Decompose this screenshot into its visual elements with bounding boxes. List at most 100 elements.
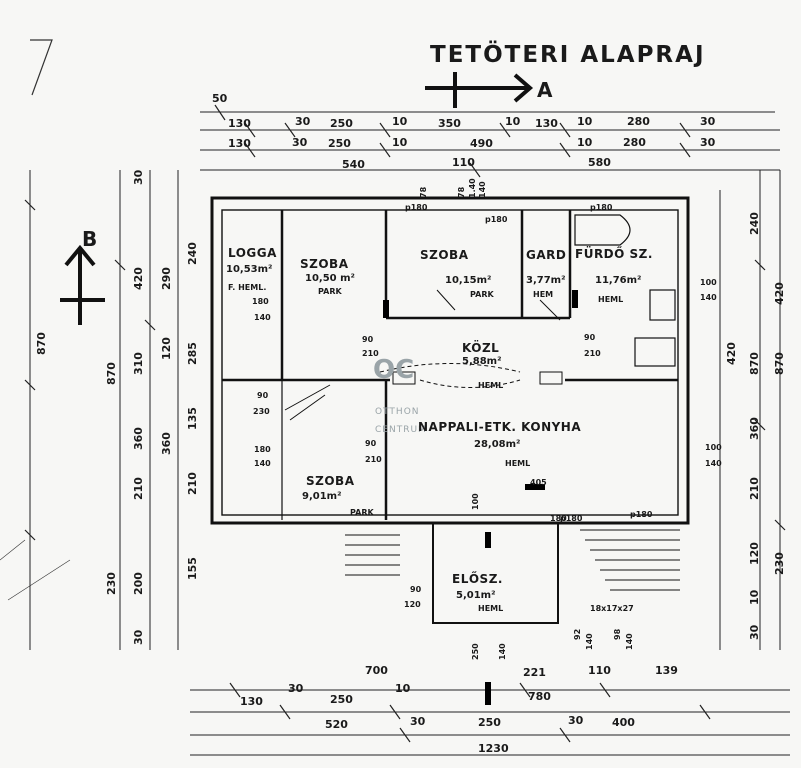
dimension-label: 210 [365, 455, 382, 464]
section-label-b: B [82, 227, 97, 251]
section-arrow-a [425, 72, 534, 108]
dimension-label: 30 [295, 115, 311, 128]
dimension-label: 30 [568, 714, 584, 727]
dimension-lines [29, 111, 790, 756]
dimension-label: 230 [105, 572, 118, 595]
room-name: SZOBA [420, 248, 469, 262]
dimension-label: 360 [748, 417, 761, 440]
stair-label: 18x17x27 [590, 604, 634, 613]
room-area: 5,01m² [456, 590, 495, 601]
dimension-label: 50 [212, 92, 228, 105]
dimension-label: 780 [528, 690, 551, 703]
dimension-label: 180 [252, 297, 269, 306]
watermark-logo: OC [373, 355, 414, 385]
dimension-label: 130 [228, 117, 251, 130]
dimension-label: p180 [485, 215, 508, 224]
dimension-label: 140 [625, 633, 634, 650]
room-labels: LOGGA 10,53m² F. HEML. SZOBA 10,50 m² PA… [226, 246, 653, 613]
room-material: PARK [350, 508, 374, 517]
wall-openings [383, 290, 578, 705]
dimension-label: 130 [240, 695, 263, 708]
room-material: F. HEML. [228, 283, 266, 292]
dimension-label: 120 [404, 600, 421, 609]
dimension-label: 78 [457, 186, 466, 198]
section-label-a: A [537, 78, 553, 102]
left-dimensions: 30 420 290 240 870 870 310 120 285 360 3… [35, 169, 199, 645]
dimension-label: 90 [362, 335, 374, 344]
dimension-label: 140 [254, 459, 271, 468]
room-area: 10,53m² [226, 264, 272, 275]
dimension-label: p180 [590, 203, 613, 212]
dimension-label: 10 [577, 115, 593, 128]
dimension-label: 230 [253, 407, 270, 416]
dimension-label: 180 [254, 445, 271, 454]
dimension-label: 30 [132, 169, 145, 185]
opening-labels: 180 140 90 210 90 210 90 230 180 140 90 … [252, 178, 722, 660]
dimension-label: 280 [623, 136, 646, 149]
dimension-label: 350 [438, 117, 461, 130]
dimension-label: 250 [478, 716, 501, 729]
dimension-label: 30 [292, 136, 308, 149]
dimension-label: 10 [748, 589, 761, 605]
room-material: HEM [533, 290, 553, 299]
room-name: SZOBA [306, 474, 355, 488]
watermark-text: CENTRUM [375, 425, 427, 435]
dimension-label: 110 [452, 156, 475, 169]
dimension-label: 240 [186, 242, 199, 265]
room-name: KÖZL [462, 340, 499, 355]
dimension-label: 140 [705, 459, 722, 468]
dimension-ticks [24, 104, 786, 743]
dimension-label: 210 [748, 477, 761, 500]
dimension-label: 10 [577, 136, 593, 149]
dimension-label: 100 [471, 493, 480, 510]
dimension-label: 90 [410, 585, 422, 594]
walls [210, 196, 690, 624]
dimension-label: 30 [700, 115, 716, 128]
section-arrow-b [60, 244, 105, 325]
dimension-label: 870 [35, 332, 48, 355]
room-name: LOGGA [228, 246, 277, 260]
dimension-label: p180 [405, 203, 428, 212]
dimension-label: 210 [132, 477, 145, 500]
dimension-label: 1230 [478, 742, 509, 755]
room-area: 11,76m² [595, 275, 641, 286]
dimension-label: 285 [186, 342, 199, 365]
dimension-label: 210 [186, 472, 199, 495]
dimension-label: 250 [330, 117, 353, 130]
dimension-label: p180 [630, 510, 653, 519]
dimension-label: 180 [550, 514, 567, 523]
room-name: FÜRDŐ SZ. [575, 246, 653, 261]
plan-title: TETÖTERI ALAPRAJ [430, 40, 706, 68]
dimension-label: 360 [160, 432, 173, 455]
dimension-label: 250 [328, 137, 351, 150]
dimension-label: 120 [748, 542, 761, 565]
dimension-label: 310 [132, 352, 145, 375]
dimension-label: p180 [560, 514, 583, 523]
dimension-label: 400 [612, 716, 635, 729]
dimension-label: 110 [588, 664, 611, 677]
dimension-label: 420 [725, 342, 738, 365]
dimension-label: 520 [325, 718, 348, 731]
dimension-label: 360 [132, 427, 145, 450]
room-area: 10,15m² [445, 275, 491, 286]
dimension-label: 30 [410, 715, 426, 728]
dimension-label: 210 [362, 349, 379, 358]
dimension-label: 290 [160, 267, 173, 290]
dimension-label: 870 [105, 362, 118, 385]
dimension-label: 30 [288, 682, 304, 695]
dimension-labels: 50 130 30 250 10 350 10 130 10 280 30 13… [212, 92, 716, 755]
dimension-label: 130 [228, 137, 251, 150]
room-material: PARK [318, 287, 342, 296]
room-area: 10,50 m² [305, 273, 355, 284]
dimension-label: 30 [748, 624, 761, 640]
dimension-label: 250 [471, 643, 480, 660]
dimension-label: 540 [342, 158, 365, 171]
room-material: HEML [598, 295, 623, 304]
dimension-label: 490 [470, 137, 493, 150]
room-material: HEML [505, 459, 530, 468]
dimension-label: 120 [160, 337, 173, 360]
room-material: HEML [478, 604, 503, 613]
dimension-label: 870 [773, 352, 786, 375]
room-area: 9,01m² [302, 491, 341, 502]
